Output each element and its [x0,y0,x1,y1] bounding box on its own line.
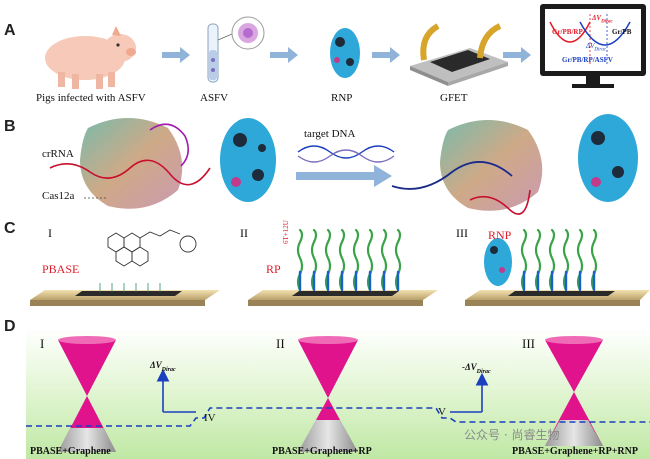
rnp-on-chip [484,238,512,286]
label-rp-sequence: 6T+12U [282,220,290,244]
numeral-d4: IV [204,412,216,424]
monitor [540,4,646,88]
label-crrna: crRNA [42,148,74,160]
rnp-molecule-b2 [578,114,638,202]
chip-1 [30,283,220,306]
monitor-gr-pb-rp-asfv: Gr/PB/RP/ASFV [562,56,613,64]
numeral-c1: I [48,226,52,240]
fermi-level-line [26,407,650,427]
gfet-device [410,23,508,86]
delta-arrow-1 [156,368,196,413]
panel-a-arrows [162,47,531,63]
rp-strands-3 [520,228,598,292]
panel-letter-c: C [4,220,16,237]
rnp-molecule-a [330,28,360,78]
rp-strands [296,228,402,292]
pig-illustration [45,26,136,89]
cas12a-complex [49,118,211,209]
target-dna-arrow [296,145,395,187]
numeral-c2: II [240,226,248,240]
label-target-dna: target DNA [304,128,356,140]
chip-2 [248,290,438,306]
panel-letter-d: D [4,318,16,335]
label-d2: PBASE+Graphene+RP [272,446,372,457]
label-cas12a: Cas12a [42,190,75,202]
chip-3 [465,290,650,306]
numeral-d3: III [522,336,535,351]
caption-gfet: GFET [440,92,468,104]
delta-arrow-2 [450,372,489,413]
panel-letter-b: B [4,118,16,135]
label-d3: PBASE+Graphene+RP+RNP [512,446,638,457]
monitor-gr-pb-rp: Gr/PB/RP [552,28,583,36]
numeral-c3: III [456,226,468,240]
label-rnp: RNP [488,228,512,242]
delta-v-dirac-1: ΔVDirac [150,360,176,373]
label-rp: RP [266,262,281,276]
dirac-cone-3 [545,336,603,446]
numeral-d2: II [276,336,285,351]
panel-letter-a: A [4,22,16,39]
label-d1: PBASE+Graphene [30,446,111,457]
caption-pigs: Pigs infected with ASFV [36,92,146,104]
watermark: 公众号 · 尚睿生物 [464,428,560,442]
delta-v-dirac-2: -ΔVDirac [462,362,491,375]
asfv-tube [207,16,265,83]
monitor-delta-1: ΔVDirac [592,14,613,25]
dirac-cone-1 [58,336,116,452]
caption-asfv: ASFV [200,92,229,104]
cleaved-complex [391,120,543,215]
rnp-molecule-b1 [220,118,276,202]
numeral-d1: I [40,336,45,351]
numeral-d5: V [438,406,446,418]
dirac-cone-2 [298,336,358,452]
pbase-structure [107,229,197,267]
monitor-delta-2: ΔVDirac [586,42,607,53]
label-pbase: PBASE [42,262,80,276]
monitor-gr-pb: Gr/PB [612,28,632,36]
caption-rnp: RNP [331,92,353,104]
